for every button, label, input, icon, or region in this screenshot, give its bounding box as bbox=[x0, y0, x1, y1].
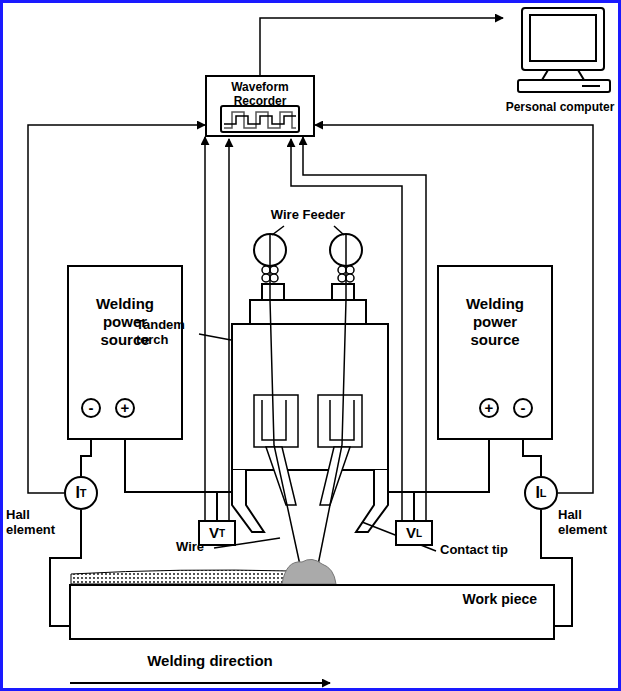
node-label: V bbox=[406, 525, 416, 542]
leader-line bbox=[334, 226, 344, 235]
recorder-box: Waveform Recorder bbox=[205, 75, 315, 137]
wire-feeder bbox=[338, 274, 346, 282]
tandem-torch bbox=[262, 284, 284, 300]
tandem-torch bbox=[254, 395, 298, 447]
torch-feed-wire bbox=[217, 491, 232, 493]
node-label: - bbox=[521, 400, 526, 417]
subscript: T bbox=[80, 487, 87, 499]
computer-icon bbox=[518, 8, 610, 92]
welding-wire bbox=[318, 234, 346, 565]
computer-icon bbox=[582, 85, 600, 87]
node-label: + bbox=[485, 400, 494, 417]
power-source-box: Welding power source + - bbox=[437, 265, 553, 440]
tandem-torch bbox=[232, 470, 264, 532]
recorder-screen bbox=[224, 116, 296, 124]
wire-feeder bbox=[262, 266, 270, 274]
part-label: Tandem torch bbox=[136, 318, 198, 348]
recorder-screen bbox=[224, 112, 296, 128]
terminal: + bbox=[479, 398, 499, 418]
terminal: - bbox=[513, 398, 533, 418]
wire-feeder bbox=[270, 274, 278, 282]
computer-node: Personal computer bbox=[503, 4, 617, 114]
node-label: - bbox=[89, 400, 94, 417]
computer-icon bbox=[522, 8, 604, 70]
wire-feeder bbox=[270, 266, 278, 274]
voltage-probe: VL bbox=[395, 520, 433, 546]
recorder-screen bbox=[221, 106, 299, 132]
tandem-torch bbox=[250, 300, 366, 324]
wire-feeder bbox=[346, 266, 354, 274]
tandem-torch bbox=[332, 284, 354, 300]
node-label: Personal computer bbox=[506, 101, 615, 114]
direction-arrow bbox=[70, 683, 330, 684]
node-label: I bbox=[75, 484, 79, 502]
part-label: Hall element bbox=[558, 508, 618, 538]
leader-line bbox=[199, 334, 231, 340]
hall-sensor: IT bbox=[64, 476, 98, 510]
weld-bead bbox=[282, 559, 336, 584]
wire-connector bbox=[315, 125, 593, 493]
node-label: Welding power source bbox=[466, 295, 524, 348]
tandem-torch bbox=[232, 284, 388, 532]
tandem-torch bbox=[320, 447, 350, 505]
leader-line bbox=[199, 226, 436, 551]
part-label: Welding direction bbox=[110, 652, 310, 669]
node-label: I bbox=[535, 484, 539, 502]
wire-feeder bbox=[346, 274, 354, 282]
leader-line bbox=[272, 226, 284, 235]
weld-bead bbox=[71, 559, 336, 584]
node-label: + bbox=[121, 400, 130, 417]
welding-wire bbox=[270, 234, 300, 565]
subscript: L bbox=[416, 528, 422, 539]
torch-feed-wire bbox=[217, 491, 414, 493]
power-source-box: Welding power source-+ bbox=[67, 265, 183, 440]
sense-line bbox=[229, 139, 402, 520]
part-label: Wire Feeder bbox=[258, 208, 358, 223]
computer-icon bbox=[530, 15, 596, 61]
tandem-torch bbox=[232, 324, 388, 470]
tandem-torch bbox=[318, 395, 362, 447]
node-label: V bbox=[209, 525, 219, 542]
part-label: Wire bbox=[176, 540, 214, 555]
part-label: Contact tip bbox=[440, 543, 530, 558]
weld-bead bbox=[71, 570, 290, 584]
wire-connector bbox=[303, 137, 426, 520]
torch-feed-wire bbox=[388, 491, 414, 493]
computer-icon bbox=[542, 70, 584, 80]
text-wrap: Welding power source bbox=[449, 295, 541, 349]
wire-feeder bbox=[262, 274, 270, 282]
hall-sensor: IL bbox=[524, 476, 558, 510]
sense-line bbox=[228, 139, 230, 520]
node-label: Work piece bbox=[463, 592, 537, 607]
tandem-torch bbox=[356, 470, 388, 532]
wire-connector bbox=[260, 18, 503, 75]
computer-icon bbox=[518, 80, 610, 92]
work-piece: Work piece bbox=[69, 584, 555, 640]
terminal: + bbox=[115, 398, 135, 418]
subscript: L bbox=[540, 487, 547, 499]
wire-feeder bbox=[338, 266, 346, 274]
part-label: Hall element bbox=[6, 508, 66, 538]
node-label: Waveform Recorder bbox=[231, 80, 289, 108]
wire-connector bbox=[204, 137, 206, 520]
terminal: - bbox=[81, 398, 101, 418]
welding-wire bbox=[270, 234, 346, 565]
recorder-screen bbox=[221, 106, 299, 132]
text-wrap: Waveform Recorder bbox=[220, 80, 300, 109]
wire-connector bbox=[28, 125, 205, 493]
direction-arrow bbox=[70, 682, 330, 684]
subscript: T bbox=[219, 528, 225, 539]
